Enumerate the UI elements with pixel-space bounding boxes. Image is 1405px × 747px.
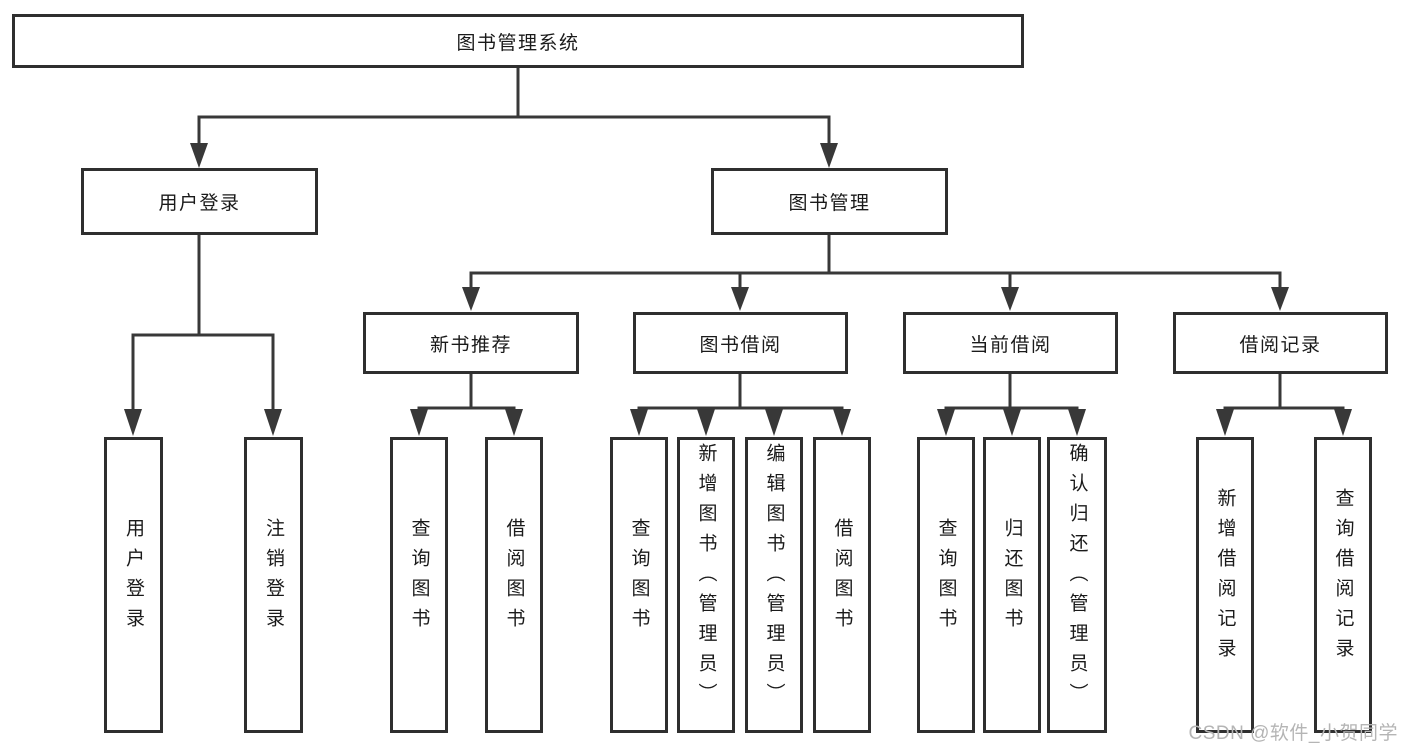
node-library-management-system: 图书管理系统 [12,14,1024,68]
leaf-query-borrow-record: 查询借阅记录 [1314,437,1372,733]
node-label: 新增借阅记录 [1214,488,1236,668]
node-label: 图书借阅 [699,334,782,356]
node-book-borrow: 图书借阅 [633,312,848,374]
node-label: 新书推荐 [429,334,512,356]
leaf-add-borrow-record: 新增借阅记录 [1196,437,1254,733]
leaf-borrow-books: 借阅图书 [813,437,871,733]
arrowheads [124,143,1352,436]
node-user-login: 用户登录 [81,168,318,235]
node-label: 当前借阅 [969,334,1052,356]
node-label: 查询借阅记录 [1332,488,1354,668]
leaf-query-books-borrow: 查询图书 [610,437,668,733]
node-label: 借阅图书 [503,518,525,638]
node-label: 编辑图书（管理员） [763,443,785,713]
node-label: 借阅记录 [1239,334,1322,356]
node-label: 归还图书 [1001,518,1023,638]
leaf-logout: 注销登录 [244,437,303,733]
node-label: 用户登录 [123,518,144,638]
leaf-edit-book-admin: 编辑图书（管理员） [745,437,803,733]
node-borrow-records: 借阅记录 [1173,312,1388,374]
leaf-query-books-current: 查询图书 [917,437,975,733]
node-label: 图书管理系统 [456,32,580,54]
node-label: 借阅图书 [831,518,853,638]
node-current-borrow: 当前借阅 [903,312,1118,374]
node-book-management: 图书管理 [711,168,948,235]
leaf-confirm-return-admin: 确认归还（管理员） [1047,437,1107,733]
node-label: 新增图书（管理员） [695,443,717,713]
leaf-return-book: 归还图书 [983,437,1041,733]
node-label: 用户登录 [158,193,241,214]
csdn-watermark: CSDN @软件_小贺同学 [1188,723,1398,744]
node-label: 查询图书 [935,518,957,638]
leaf-add-book-admin: 新增图书（管理员） [677,437,735,733]
leaf-borrow-books-recommend: 借阅图书 [485,437,543,733]
node-new-book-recommend: 新书推荐 [363,312,579,374]
node-label: 查询图书 [408,518,430,638]
node-label: 确认归还（管理员） [1066,443,1088,713]
tree-edges [131,68,1345,410]
node-label: 查询图书 [628,518,650,638]
node-label: 注销登录 [263,518,284,638]
leaf-user-login: 用户登录 [104,437,163,733]
leaf-query-books-recommend: 查询图书 [390,437,448,733]
node-label: 图书管理 [788,193,871,214]
